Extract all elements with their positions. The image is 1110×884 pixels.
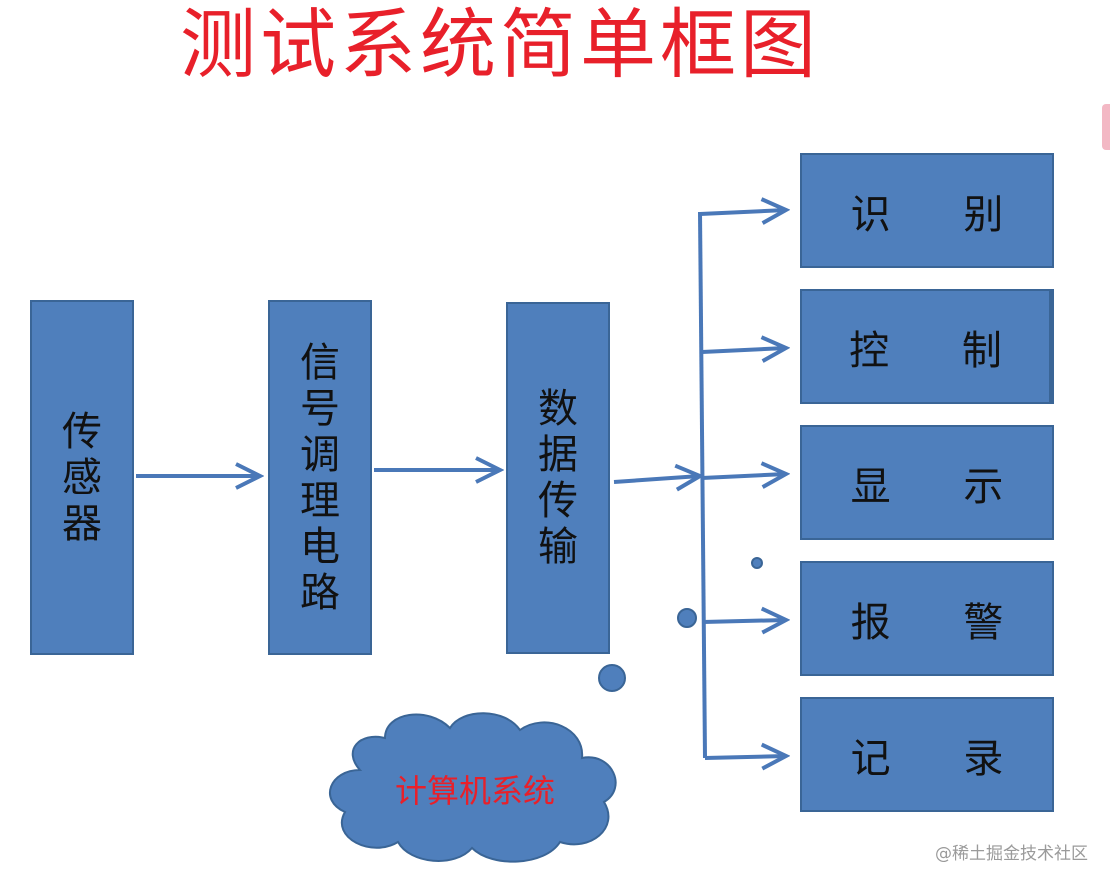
sensor-block: 传 感 器 <box>30 300 134 655</box>
sensor-char: 传 <box>62 408 102 455</box>
output-block-display: 显 示 <box>800 425 1054 540</box>
watermark: @稀土掘金技术社区 <box>935 844 1088 864</box>
conditioning-char: 调 <box>300 431 340 478</box>
output-block-alarm: 报 警 <box>800 561 1054 676</box>
conditioning-char: 理 <box>300 477 340 524</box>
conditioning-char: 号 <box>300 385 340 432</box>
bubble-dot-large <box>598 664 626 692</box>
diagram-title: 测试系统简单框图 <box>180 0 820 89</box>
arrow-to-display <box>701 474 786 478</box>
arrow-to-alarm <box>702 620 786 622</box>
output-block-identify: 识 别 <box>800 153 1054 268</box>
bubble-dot-medium <box>677 608 697 628</box>
arrow-to-identify <box>699 210 786 214</box>
conditioning-char: 电 <box>300 523 340 570</box>
arrow-to-record <box>704 756 786 758</box>
transmission-char: 数 <box>538 386 578 432</box>
sensor-char: 器 <box>62 500 102 547</box>
transmission-char: 传 <box>538 478 578 524</box>
conditioning-char: 信 <box>300 339 340 386</box>
signal-conditioning-block: 信 号 调 理 电 路 <box>268 300 372 655</box>
conditioning-char: 路 <box>300 569 340 616</box>
data-transmission-block: 数 据 传 输 <box>506 302 610 654</box>
cloud-label: 计算机系统 <box>394 772 555 810</box>
bus-vertical <box>698 211 707 759</box>
arrow-to-control <box>701 348 786 352</box>
transmission-char: 据 <box>538 432 578 478</box>
arrow-transmission-to-bus <box>613 476 700 482</box>
bubble-dot-small <box>751 557 763 569</box>
transmission-char: 输 <box>538 524 578 570</box>
cloud-shape <box>328 712 617 863</box>
output-block-control: 控 制 <box>800 289 1054 404</box>
sensor-char: 感 <box>62 454 102 501</box>
edge-mark <box>1102 104 1110 150</box>
output-block-record: 记 录 <box>800 697 1054 812</box>
